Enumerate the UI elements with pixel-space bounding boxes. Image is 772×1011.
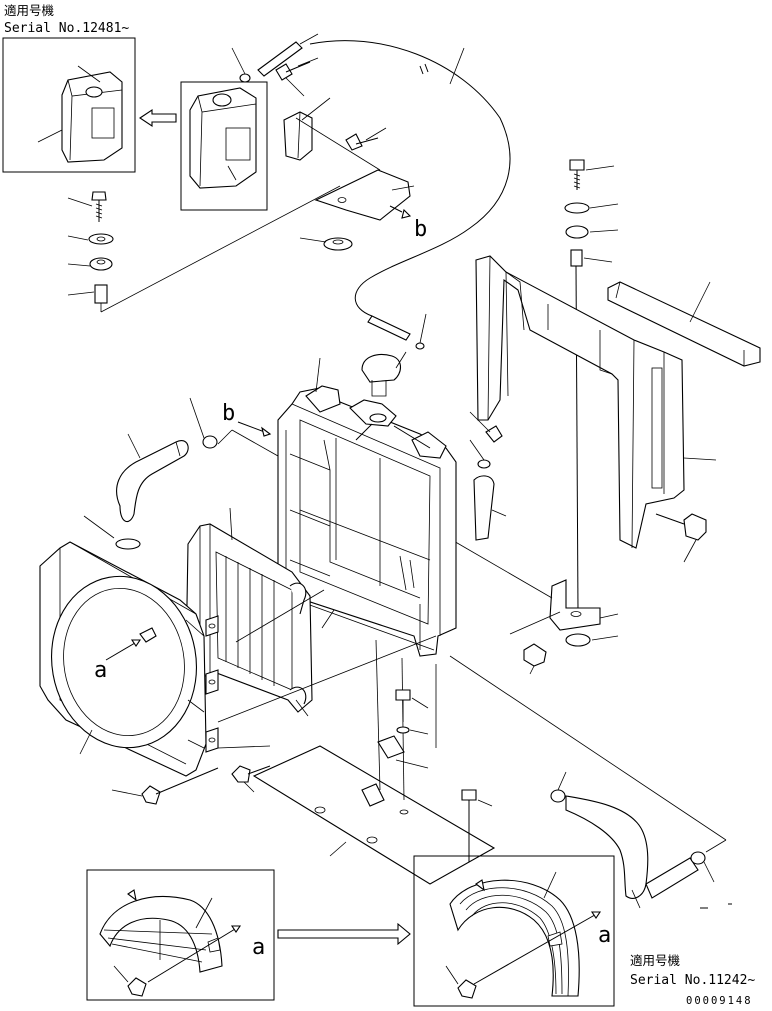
- serial-label-bottom: 適用号機: [630, 953, 681, 968]
- top-cover-strip: [607, 281, 761, 367]
- foot-bracket: [451, 539, 619, 675]
- leader-lines: [217, 589, 727, 853]
- arrow-to-radiator: [237, 421, 272, 437]
- view-letter-a-detail-left: a: [252, 935, 265, 960]
- overflow-hose: [309, 40, 511, 350]
- serial-label-top: 適用号機: [4, 3, 55, 18]
- stray-marks: [700, 903, 732, 909]
- arrow-left-indicator: [139, 108, 177, 128]
- view-letter-a-detail-right: a: [598, 923, 611, 948]
- view-letter-b-mid: b: [222, 401, 235, 426]
- radiator-side-clamp: [473, 475, 507, 541]
- serial-number-bottom: Serial No.11242~: [630, 973, 755, 988]
- lower-radiator-hose: [550, 771, 715, 909]
- radiator-cap: [361, 351, 407, 397]
- plate-fasteners: [395, 689, 493, 862]
- bolt-stack-right: [564, 159, 619, 613]
- detail-transition-arrow: [277, 922, 411, 946]
- radiator-core: [277, 357, 457, 657]
- tank-bracket-assembly: [100, 33, 415, 313]
- under-cover-plate: [252, 639, 496, 885]
- serial-number-top: Serial No.12481~: [4, 21, 129, 36]
- reservoir-inset-left: [2, 37, 136, 173]
- view-letter-a-shroud: a: [94, 658, 107, 683]
- arrow-a-shroud: [105, 639, 142, 661]
- radiator-guard-frame: [469, 255, 717, 549]
- bolt-stack-left: [67, 191, 114, 312]
- view-letter-b-top: b: [414, 217, 427, 242]
- fan-shroud: [39, 541, 219, 777]
- reservoir-inset-right: [180, 81, 268, 211]
- oil-cooler: [185, 507, 335, 717]
- detail-a-after: [413, 855, 615, 1007]
- shroud-bolts: [111, 745, 271, 805]
- frame-side-bolt: [655, 513, 707, 563]
- upper-radiator-hose: [83, 397, 279, 550]
- drawing-code: 00009148: [686, 995, 753, 1007]
- detail-a-before: [86, 869, 275, 1001]
